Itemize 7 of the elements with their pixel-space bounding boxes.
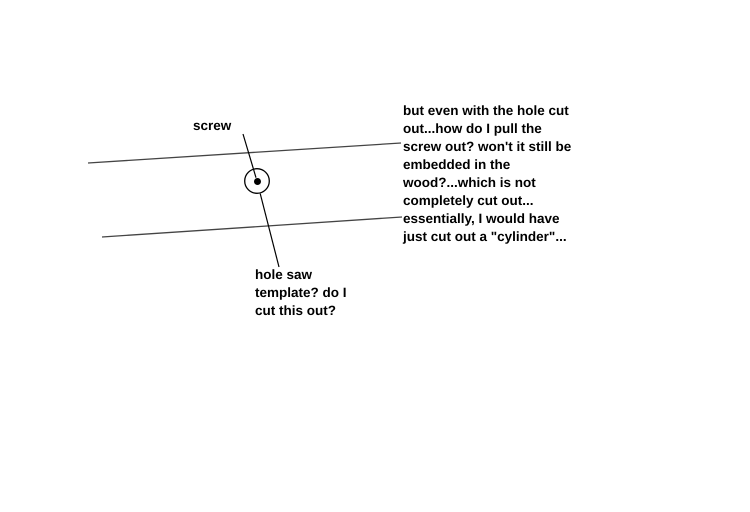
note-text: but even with the hole cut out...how do I pull the screw out? won't it still be embedded in the wood?...which is not completely cut out... essentially, I would have just cut out a "cylinder"... xyxy=(403,102,572,246)
hole-saw-circle xyxy=(244,168,270,194)
leader-line xyxy=(242,134,257,178)
question-text: hole saw template? do I cut this out? xyxy=(255,266,347,320)
leader-line xyxy=(260,193,280,268)
part-label: screw xyxy=(193,117,253,135)
screw-dot xyxy=(254,178,260,184)
